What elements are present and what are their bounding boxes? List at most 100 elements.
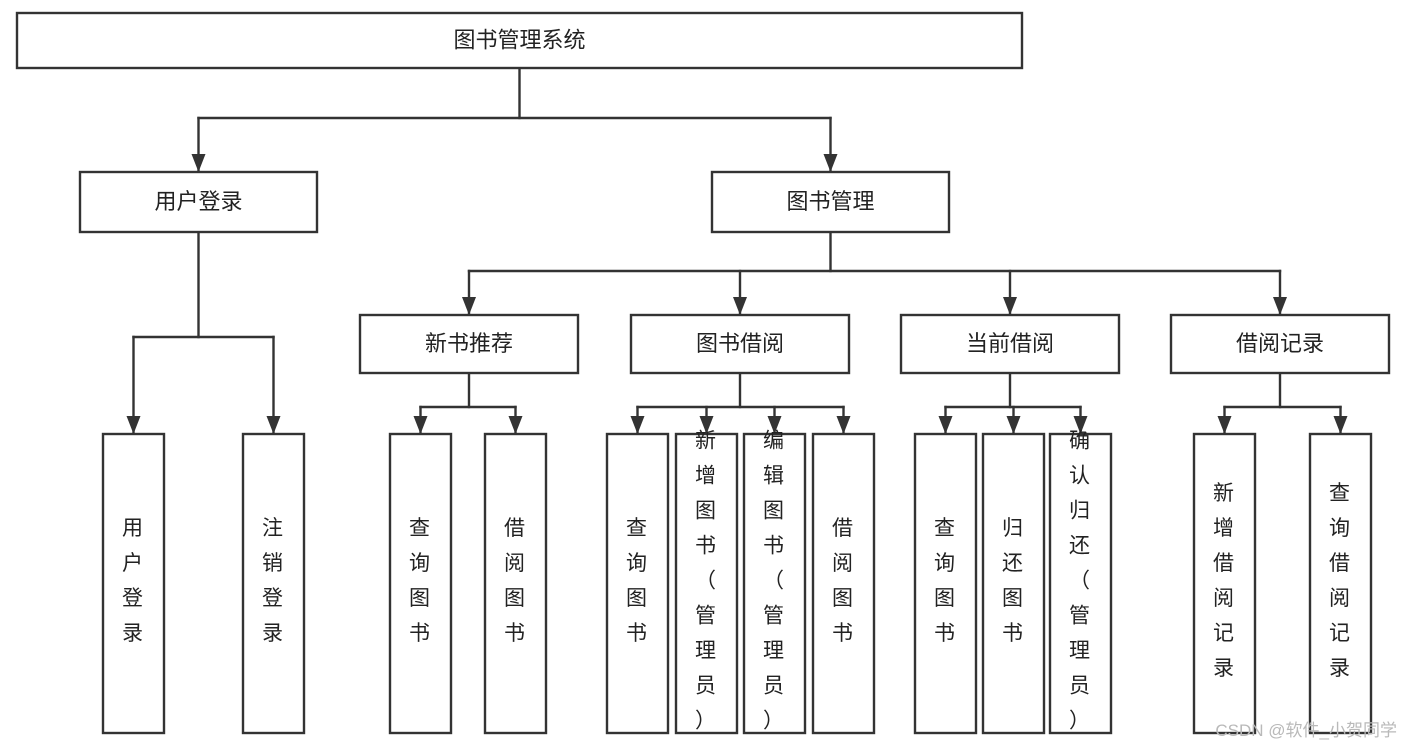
- node-book-borrow[interactable]: 图书借阅: [629, 313, 851, 375]
- svg-text:查: 查: [934, 517, 957, 540]
- svg-text:图: 图: [1002, 587, 1025, 610]
- node-leaf-add-book-rect: [674, 432, 739, 735]
- node-current-borrow-rect: [899, 313, 1121, 375]
- svg-text:查: 查: [626, 517, 649, 540]
- svg-text:询: 询: [626, 552, 649, 575]
- svg-text:借: 借: [1329, 552, 1352, 575]
- node-book-management[interactable]: 图书管理: [710, 170, 951, 234]
- svg-text:询: 询: [934, 552, 957, 575]
- node-leaf-confirm-return-rect: [1048, 432, 1113, 735]
- node-borrow-record[interactable]: 借阅记录: [1169, 313, 1391, 375]
- svg-text:）: ）: [1069, 710, 1092, 733]
- svg-text:归: 归: [1069, 500, 1092, 523]
- svg-text:销: 销: [262, 552, 285, 575]
- svg-text:增: 增: [1213, 517, 1236, 540]
- svg-text:书: 书: [832, 622, 855, 645]
- svg-text:书: 书: [1002, 622, 1025, 645]
- node-leaf-query-book-1-rect: [388, 432, 453, 735]
- arrow-head-icon: [191, 154, 206, 172]
- node-book-management-rect: [710, 170, 951, 234]
- node-user-login[interactable]: 用户登录: [78, 170, 319, 234]
- svg-text:借: 借: [1213, 552, 1236, 575]
- node-current-borrow-label: 当前借阅: [966, 331, 1054, 356]
- node-leaf-query-record-rect: [1308, 432, 1373, 735]
- arrow-head-icon: [413, 416, 428, 434]
- node-leaf-user-login[interactable]: 用户登录: [101, 432, 166, 735]
- svg-text:管: 管: [763, 605, 786, 628]
- svg-text:查: 查: [1329, 482, 1352, 505]
- svg-text:录: 录: [262, 622, 285, 645]
- arrow-head-icon: [823, 154, 838, 172]
- node-leaf-query-book-3-rect: [913, 432, 978, 735]
- svg-text:图: 图: [409, 587, 432, 610]
- arrow-head-icon: [1333, 416, 1348, 434]
- node-book-borrow-label: 图书借阅: [696, 331, 784, 356]
- svg-text:还: 还: [1002, 552, 1025, 575]
- node-leaf-edit-book-rect: [742, 432, 807, 735]
- svg-text:书: 书: [934, 622, 957, 645]
- node-book-management-label: 图书管理: [786, 189, 874, 214]
- node-root[interactable]: 图书管理系统: [15, 11, 1024, 70]
- svg-text:书: 书: [763, 535, 786, 558]
- svg-text:还: 还: [1069, 535, 1092, 558]
- node-book-borrow-rect: [629, 313, 851, 375]
- svg-text:图: 图: [695, 500, 718, 523]
- node-root-rect: [15, 11, 1024, 70]
- arrow-head-icon: [938, 416, 953, 434]
- svg-text:）: ）: [695, 710, 718, 733]
- svg-text:管: 管: [1069, 605, 1092, 628]
- svg-text:（: （: [695, 570, 718, 593]
- svg-text:询: 询: [1329, 517, 1352, 540]
- connector-layer: [126, 66, 1348, 435]
- arrow-head-icon: [126, 416, 141, 434]
- arrow-head-icon: [733, 297, 747, 315]
- svg-text:（: （: [1069, 570, 1092, 593]
- svg-text:记: 记: [1329, 622, 1352, 645]
- node-new-book-recommend-rect: [358, 313, 580, 375]
- node-layer: 图书管理系统用户登录图书管理新书推荐图书借阅当前借阅借阅记录用户登录注销登录查询…: [15, 11, 1391, 735]
- arrow-head-icon: [1003, 297, 1017, 315]
- svg-text:编: 编: [763, 430, 786, 453]
- node-new-book-recommend[interactable]: 新书推荐: [358, 313, 580, 375]
- svg-text:阅: 阅: [832, 552, 855, 575]
- svg-text:阅: 阅: [1329, 587, 1352, 610]
- svg-text:录: 录: [122, 622, 145, 645]
- svg-text:图: 图: [934, 587, 957, 610]
- node-current-borrow[interactable]: 当前借阅: [899, 313, 1121, 375]
- arrow-head-icon: [508, 416, 523, 434]
- node-user-login-label: 用户登录: [154, 189, 242, 214]
- svg-text:辑: 辑: [763, 465, 786, 488]
- svg-text:阅: 阅: [504, 552, 527, 575]
- node-borrow-record-label: 借阅记录: [1236, 331, 1324, 356]
- svg-text:图: 图: [832, 587, 855, 610]
- node-root-label: 图书管理系统: [453, 27, 585, 52]
- svg-text:理: 理: [695, 640, 718, 663]
- node-leaf-borrow-book-2-rect: [811, 432, 876, 735]
- svg-text:员: 员: [1069, 675, 1092, 698]
- svg-text:书: 书: [409, 622, 432, 645]
- svg-text:书: 书: [626, 622, 649, 645]
- arrow-head-icon: [836, 416, 851, 434]
